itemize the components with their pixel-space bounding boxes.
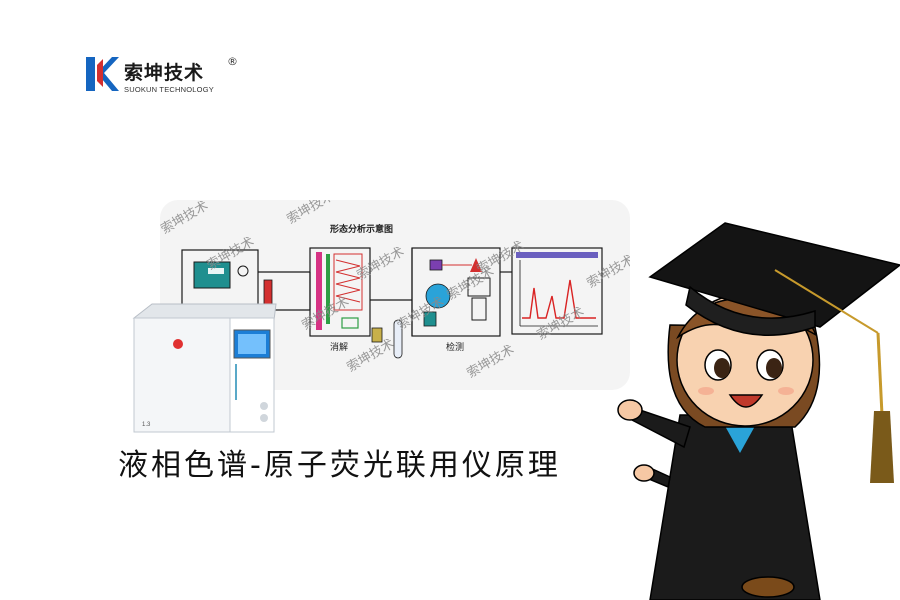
- tassel-string: [774, 269, 879, 334]
- detection-label: 检测: [446, 341, 464, 353]
- left-cheek: [698, 387, 714, 395]
- digestion-label: 消解: [330, 341, 348, 353]
- lamp-source-icon: [429, 259, 443, 271]
- tassel-cord: [876, 332, 884, 416]
- digestion-heater: [316, 252, 322, 330]
- page-title: 液相色谱-原子荧光联用仪原理: [118, 448, 561, 483]
- injection-valve-icon: [237, 265, 249, 277]
- brand-name-en: SUOKUN TECHNOLOGY: [124, 85, 214, 94]
- detection-module-box: [411, 247, 501, 337]
- right-pupil: [766, 358, 782, 378]
- instrument-badge: 1.3: [142, 422, 151, 428]
- graduate-girl-illustration: [617, 222, 900, 600]
- instrument-screen-content: [238, 334, 266, 354]
- right-hand: [633, 464, 655, 482]
- port-icon: [260, 402, 268, 410]
- watermark: 索坤技术: [345, 336, 398, 375]
- hplc-display: [193, 261, 231, 289]
- mouth: [728, 394, 764, 408]
- watermark: 索坤技术: [205, 234, 258, 273]
- digestion-tube: [326, 254, 330, 324]
- pmt-body: [471, 297, 487, 321]
- hplc-display-screen: [208, 268, 224, 274]
- watermark: 索坤技术: [159, 200, 212, 237]
- gas-liquid-separator-icon: [425, 283, 451, 309]
- chromatogram-header-bar: [516, 252, 598, 258]
- registered-mark: ®: [227, 55, 238, 68]
- chromatogram-peaks: [522, 279, 596, 319]
- gas-cylinder-icon: [393, 319, 403, 359]
- chromatogram-box: [511, 247, 603, 335]
- diagram-title: 形态分析示意图: [330, 223, 393, 235]
- brand-logo-mark: [86, 57, 119, 91]
- digestion-module-box: [309, 247, 371, 337]
- pump-icon: [341, 317, 359, 329]
- left-pupil: [714, 358, 730, 378]
- tassel-icon: [870, 411, 894, 483]
- mortarboard-icon: [648, 222, 900, 328]
- uv-coil-box: [333, 253, 363, 311]
- flame-atomizer-icon: [470, 258, 482, 272]
- instrument-body-left: [133, 317, 231, 433]
- power-button-icon: [173, 339, 183, 349]
- right-cheek: [778, 387, 794, 395]
- brand-name-cn: 索坤技术: [124, 62, 205, 84]
- watermark: 索坤技术: [465, 342, 518, 381]
- brand-logo: 索坤技术 ® SUOKUN TECHNOLOGY: [84, 55, 284, 97]
- waste-bottle-icon: [423, 311, 437, 327]
- port-icon: [260, 414, 268, 422]
- pmt-detector-box: [467, 277, 491, 297]
- mortarboard-band: [685, 285, 816, 336]
- hplc-afs-schematic: 形态分析示意图 消解 检测 索坤技术 索坤技术 索坤技术 索坤技术 索坤技术 索…: [159, 200, 631, 381]
- watermark: 索坤技术: [535, 304, 588, 343]
- analyzer-instrument: 1.3: [132, 303, 277, 433]
- shoe-icon: [741, 576, 795, 598]
- left-hand: [617, 399, 643, 421]
- reagent-bottle-icon: [371, 327, 383, 343]
- uv-coil-icon: [335, 259, 361, 303]
- watermark: 索坤技术: [285, 200, 338, 227]
